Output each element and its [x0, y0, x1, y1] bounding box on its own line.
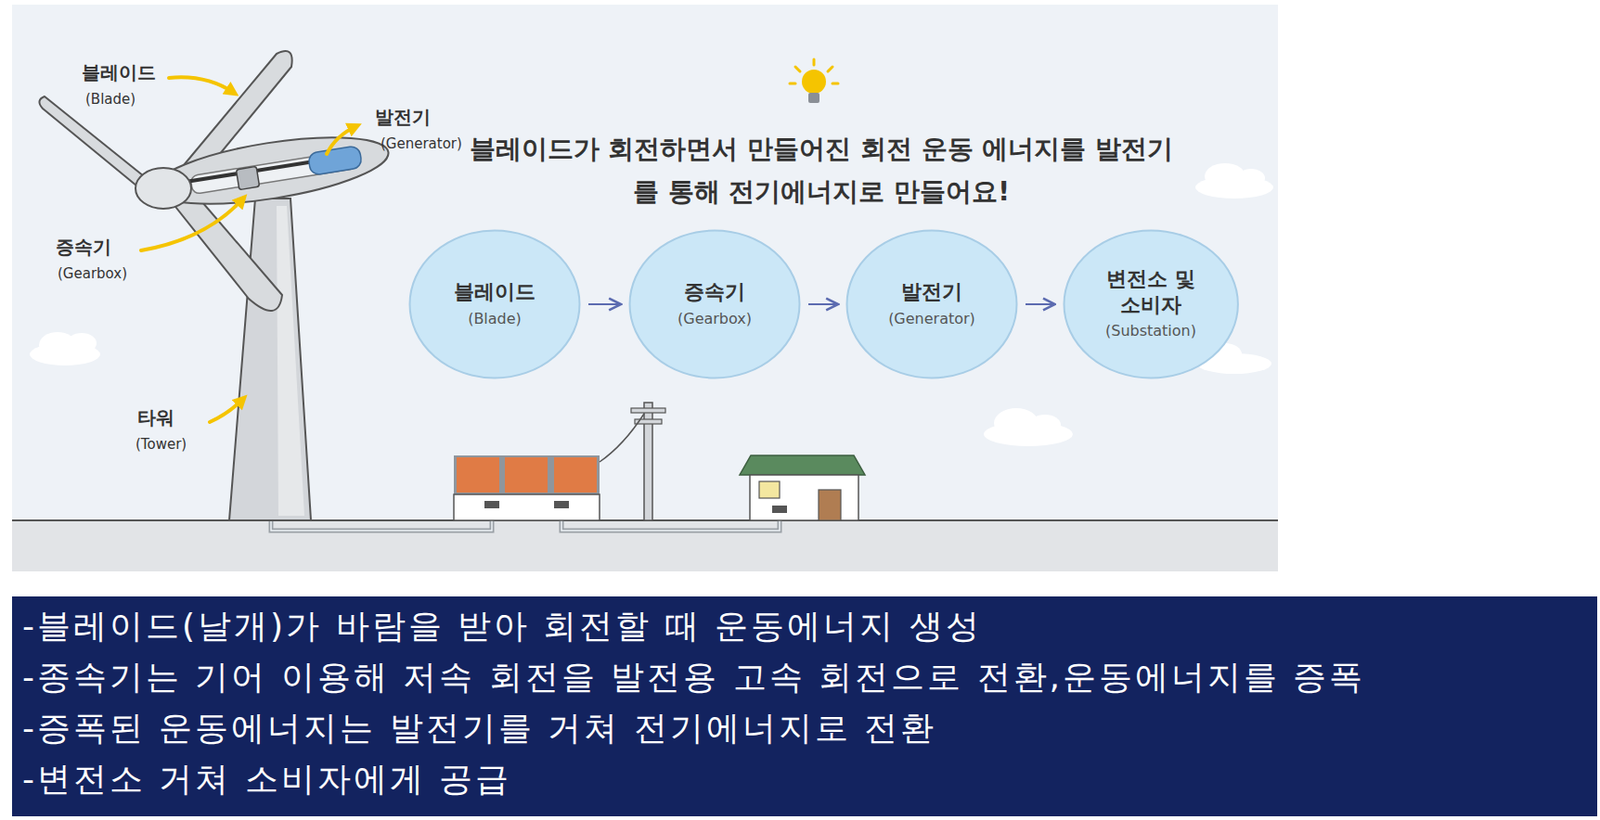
tower-highlight [276, 206, 305, 517]
ellipse-outline [628, 229, 801, 380]
generator-part [307, 145, 362, 176]
node-subtitle: (Gearbox) [677, 309, 752, 330]
process-ellipse: 증속기 (Gearbox) [628, 229, 801, 380]
leader-arrow [168, 77, 234, 93]
node-subtitle: (Substation) [1105, 321, 1197, 342]
cloud [66, 333, 97, 354]
cloud [1237, 168, 1265, 188]
node-title: 변전소 및 소비자 [1095, 266, 1207, 318]
part-label: 타워 [137, 406, 175, 429]
panel [456, 457, 500, 493]
leader-arrow [141, 198, 244, 251]
building [453, 455, 600, 521]
node-subtitle: (Generator) [888, 309, 976, 330]
soil-band [12, 520, 1278, 572]
note-line: -증폭된 운동에너지는 발전기를 거쳐 전기에너지로 전환 [22, 708, 937, 749]
part-label: 발전기 [374, 105, 431, 129]
crossbar [631, 408, 666, 413]
ellipse-outline [408, 229, 581, 380]
part-label: (Tower) [135, 436, 187, 453]
house-wall [749, 475, 859, 521]
utility-pole [599, 402, 666, 521]
part-label: 증속기 [55, 235, 112, 259]
panel [554, 457, 597, 493]
building-vent [554, 501, 569, 509]
house [739, 455, 865, 521]
part-label: (Blade) [85, 90, 136, 108]
process-ellipse: 블레이드 (Blade) [408, 229, 581, 380]
bulb-rays [789, 59, 839, 84]
process-ellipse: 변전소 및 소비자 (Substation) [1062, 229, 1239, 380]
leader-arrow [326, 126, 357, 155]
lightbulb-icon [789, 59, 839, 104]
panel-ground [12, 4, 1278, 572]
node-title: 증속기 [683, 279, 746, 306]
gearbox-part [235, 166, 259, 190]
hub [135, 167, 192, 209]
ellipse-outline [410, 231, 581, 379]
building-vent [484, 501, 500, 509]
note-line: -변전소 거쳐 소비자에게 공급 [22, 759, 512, 800]
blade [38, 96, 153, 199]
ellipse-outline [845, 229, 1019, 380]
bulb-base [808, 92, 820, 104]
ellipse-outline [1063, 231, 1238, 379]
building-frame [453, 455, 600, 495]
ellipse-outline [630, 231, 800, 379]
node-title: 블레이드 [453, 279, 536, 306]
part-label: 블레이드 [81, 61, 156, 84]
flow-arrow [588, 303, 621, 306]
flow-arrow [808, 303, 839, 306]
meter [772, 505, 788, 514]
panel [504, 457, 548, 493]
flow-arrow [1025, 303, 1056, 306]
node-subtitle: (Blade) [467, 309, 522, 330]
note-line: -블레이드(날개)가 바람을 받아 회전할 때 운동에너지 생성 [22, 606, 982, 646]
leader-arrow [209, 399, 244, 423]
cloud [1029, 414, 1061, 436]
house-roof [739, 455, 865, 476]
blade [168, 189, 283, 311]
house-door [818, 490, 841, 521]
nacelle [149, 124, 393, 217]
part-label: (Generator) [380, 135, 463, 153]
underground-cable [270, 520, 780, 531]
ellipse-outline [847, 231, 1018, 379]
power-wire [599, 413, 645, 463]
note-line: -종속기는 기어 이용해 저속 회전을 발전용 고속 회전으로 전환,운동에너지… [22, 657, 1366, 697]
building-wall [453, 494, 600, 521]
heading: 블레이드가 회전하면서 만들어진 회전 운동 에너지를 발전기를 통해 전기에너… [459, 128, 1184, 214]
bulb [801, 69, 826, 94]
part-label: (Gearbox) [57, 265, 128, 283]
house-window [759, 481, 780, 499]
process-ellipse: 발전기 (Generator) [845, 229, 1019, 380]
node-title: 발전기 [901, 279, 963, 306]
underground-cable [270, 520, 780, 531]
